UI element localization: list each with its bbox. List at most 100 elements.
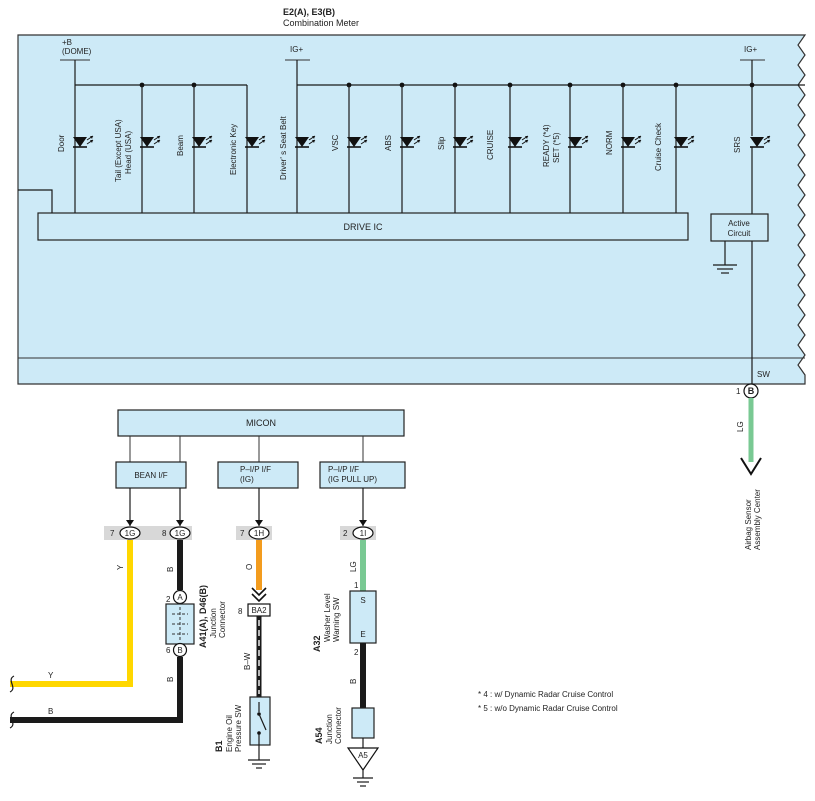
conn-1g-b-pin: 8 xyxy=(162,529,167,538)
wire-o-label: O xyxy=(245,564,254,570)
indicator-slip: Slip xyxy=(437,85,474,213)
switch-icon xyxy=(257,702,267,745)
ig-supply-left-label: IG+ xyxy=(290,45,303,54)
ground-icon xyxy=(713,241,737,274)
component-name: Combination Meter xyxy=(283,18,359,28)
wire-b-a32-label: B xyxy=(349,679,358,684)
indicator-vsc: VSC xyxy=(331,85,368,213)
a54-name-1: Junction xyxy=(325,714,334,744)
conn-1g-b-shape xyxy=(169,526,191,540)
active-circuit-label-1: Active xyxy=(728,219,750,228)
bean-if-label: BEAN I/F xyxy=(134,471,167,480)
micon-label: MICON xyxy=(246,418,276,428)
sw-label: SW xyxy=(757,370,770,379)
arrow-down-icon xyxy=(740,457,762,476)
conn-1h-pin: 7 xyxy=(240,529,245,538)
if-to-connector-wires xyxy=(129,488,364,526)
wire-y-label: Y xyxy=(116,564,125,570)
indicator-label-line2: SET (*5) xyxy=(552,132,561,163)
indicator-label: Driver' s Seat Belt xyxy=(279,115,288,180)
a32-pin-bottom: 2 xyxy=(354,648,359,657)
wire-b-left-label: B xyxy=(48,707,53,716)
drive-ic-label: DRIVE IC xyxy=(343,222,383,232)
yellow-wire-y xyxy=(10,540,133,687)
yellow-wire-break-icon xyxy=(9,675,15,693)
indicator-label: Slip xyxy=(437,136,446,150)
sw-pin-number: 1 xyxy=(736,387,741,396)
ba2-pin: 8 xyxy=(238,607,243,616)
conn-1g-a-label: 1G xyxy=(125,529,136,538)
wire-b-a41-label: B xyxy=(166,677,175,682)
sw-connector-label: B xyxy=(748,386,755,396)
indicator-tail-head: Tail (Except USA) Head (USA) xyxy=(114,85,161,213)
washer-level-switch-box xyxy=(349,590,377,644)
airbag-name-line1: Airbag Sensor xyxy=(744,499,753,550)
indicator-label: Door xyxy=(57,134,66,152)
junction-conn-b-circle xyxy=(172,642,188,658)
drive-ic-box xyxy=(37,212,689,241)
pip-if-pullup-box xyxy=(319,461,406,489)
ig-supply-right-label: IG+ xyxy=(744,45,757,54)
conn-1g-b-label: 1G xyxy=(175,529,186,538)
indicator-ready-set: READY (*4) SET (*5) xyxy=(542,85,589,213)
indicator-beam: Beam xyxy=(176,85,213,213)
a32-id: A32 xyxy=(312,635,322,652)
airbag-name-line2: Assembly Center xyxy=(753,489,762,550)
active-circuit-label-2: Circuit xyxy=(728,229,751,238)
wire-b-label: B xyxy=(166,567,175,572)
wire-bw-label: B–W xyxy=(243,652,252,670)
dome-supply-label-1: +B xyxy=(62,38,72,47)
a32-pin-top: 1 xyxy=(354,581,359,590)
drive-ic-feed-wire xyxy=(18,189,53,213)
indicator-label: SRS xyxy=(733,137,742,153)
indicator-label-line1: Tail (Except USA) xyxy=(114,119,123,182)
a32-term-e: E xyxy=(360,630,365,639)
wire-y-left-label: Y xyxy=(48,671,54,680)
micon-box xyxy=(117,409,405,437)
conn-1h-shape xyxy=(248,526,270,540)
active-circuit-box xyxy=(710,213,769,242)
pip-if-pullup-label-2: (IG PULL UP) xyxy=(328,475,377,484)
indicator-abs: ABS xyxy=(384,85,421,213)
a54-id: A54 xyxy=(314,727,324,744)
junction-conn-a-label: A xyxy=(177,593,183,602)
junction-conn-b-label: B xyxy=(177,646,182,655)
oil-pressure-switch-box xyxy=(249,696,271,746)
conn-1h-label: 1H xyxy=(254,529,264,538)
indicator-label: Electronic Key xyxy=(229,124,238,175)
a54-junction-box xyxy=(351,707,375,739)
black-wire-break-icon xyxy=(9,711,15,729)
pip-if-pullup-label-1: P–I/P I/F xyxy=(328,465,359,474)
indicator-label: NORM xyxy=(605,130,614,155)
a32-name-1: Washer Level xyxy=(323,593,332,642)
connector-arrows xyxy=(126,520,367,526)
note-2: * 5 : w/o Dynamic Radar Cruise Control xyxy=(478,704,618,713)
note-1: * 4 : w/ Dynamic Radar Cruise Control xyxy=(478,690,613,699)
indicator-door: Door xyxy=(57,85,94,213)
pip-if-ig-label-2: (IG) xyxy=(240,475,254,484)
conn-1i-label: 1I xyxy=(360,529,367,538)
a32-term-s: S xyxy=(360,596,365,605)
junction-id: A41(A), D46(B) xyxy=(198,585,208,648)
ground-icon xyxy=(248,745,270,769)
b1-id: B1 xyxy=(214,740,224,752)
a32-name-2: Warning SW xyxy=(332,597,341,642)
black-wire-b-lower xyxy=(10,657,183,723)
junction-pin-a: 2 xyxy=(166,595,171,604)
wire-lg-label: LG xyxy=(349,561,358,572)
dome-supply-label-2: (DOME) xyxy=(62,47,92,56)
indicator-electronic-key: Electronic Key xyxy=(229,85,266,213)
indicator-label: Beam xyxy=(176,135,185,156)
indicator-label: Cruise Check xyxy=(654,122,663,171)
indicator-drivers-seat-belt: Driver' s Seat Belt xyxy=(279,85,316,213)
junction-name-2: Connector xyxy=(218,601,227,638)
junction-name-1: Junction xyxy=(209,608,218,638)
junction-pin-b: 6 xyxy=(166,646,171,655)
indicator-cruise: CRUISE xyxy=(486,85,529,213)
component-connector-id: E2(A), E3(B) xyxy=(283,7,335,17)
conn-1i-pin: 2 xyxy=(343,529,348,538)
conn-1g-a-shape xyxy=(119,526,141,540)
pip-if-ig-label-1: P–I/P I/F xyxy=(240,465,271,474)
indicator-label-line2: Head (USA) xyxy=(124,131,133,174)
ba2-label: BA2 xyxy=(251,606,267,615)
